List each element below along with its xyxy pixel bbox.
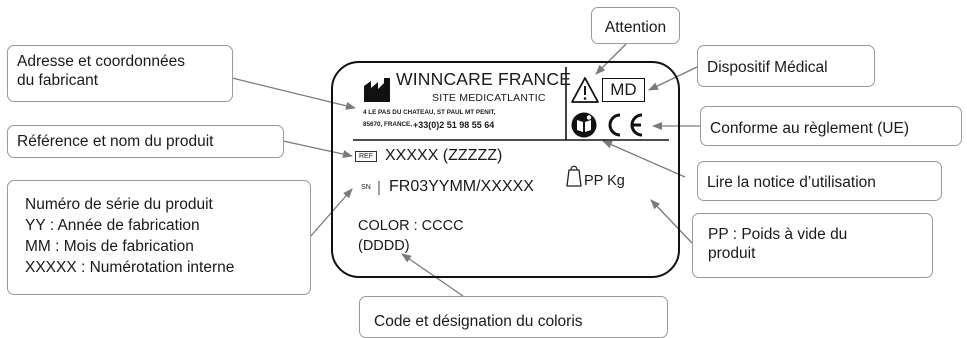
callout-attention: Attention [591, 7, 680, 44]
arrow-color [401, 253, 464, 297]
callout-conformity: Conforme au règlement (UE) [700, 106, 962, 146]
warning-triangle-icon [571, 77, 599, 103]
callout-color: Code et désignation du coloris [359, 296, 668, 338]
callout-serial: Numéro de série du produit YY : Année de… [7, 180, 311, 295]
callout-weight-line2: produit [708, 245, 756, 262]
arrow-weight [650, 199, 693, 244]
color-code: COLOR : CCCC [358, 218, 464, 234]
company-name: WINNCARE FRANCE [396, 69, 572, 89]
callout-serial-line3: MM : Mois de fabrication [25, 238, 194, 255]
callout-reference: Référence et nom du produit [7, 125, 284, 158]
read-instructions-icon [571, 112, 597, 138]
callout-manufacturer-line2: du fabricant [17, 72, 98, 89]
factory-icon [364, 78, 390, 102]
callout-medical-device: Dispositif Médical [697, 45, 875, 87]
callout-manufacturer-line1: Adresse et coordonnées [17, 53, 186, 70]
medical-device-symbol: MD [602, 78, 645, 102]
arrow-reference [282, 140, 353, 158]
color-designation: (DDDD) [358, 238, 410, 254]
callout-serial-line4: XXXXX : Numérotation interne [25, 259, 235, 276]
company-address: 4 LE PAS DU CHATEAU, ST PAUL MT PENIT, [363, 109, 496, 116]
arrow-attention [595, 43, 627, 75]
callout-weight: PP : Poids à vide du produit [692, 213, 933, 278]
callout-weight-line1: PP : Poids à vide du [708, 226, 848, 243]
weight-icon [566, 165, 582, 187]
label-lines [353, 67, 669, 141]
sn-value: FR03YYMM/XXXXX [389, 178, 534, 195]
callout-medical-device-text: Dispositif Médical [707, 59, 828, 76]
callout-color-text: Code et désignation du coloris [374, 313, 583, 330]
arrow-instructions [602, 140, 686, 178]
callout-instructions-text: Lire la notice d’utilisation [707, 174, 876, 191]
product-label [331, 61, 680, 278]
sn-symbol: SN [361, 184, 371, 191]
company-address-line2: 85670, FRANCE, [363, 121, 412, 128]
callout-manufacturer: Adresse et coordonnées du fabricant [7, 45, 233, 102]
callout-serial-line2: YY : Année de fabrication [25, 217, 200, 234]
arrow-manufacturer [231, 77, 356, 110]
ref-symbol: REF [355, 151, 377, 162]
callout-instructions: Lire la notice d’utilisation [697, 161, 942, 201]
ref-value: XXXXX (ZZZZZ) [385, 147, 503, 164]
sn-divider [378, 181, 380, 195]
weight-value: PP Kg [584, 173, 625, 189]
callout-serial-line1: Numéro de série du produit [25, 196, 213, 213]
company-phone: +33(0)2 51 98 55 64 [413, 120, 495, 130]
callout-reference-text: Référence et nom du produit [17, 133, 214, 150]
callout-conformity-text: Conforme au règlement (UE) [710, 120, 909, 137]
company-site: SITE MEDICATLANTIC [432, 92, 546, 104]
ce-mark-icon [608, 113, 643, 137]
callout-attention-text: Attention [604, 19, 667, 36]
